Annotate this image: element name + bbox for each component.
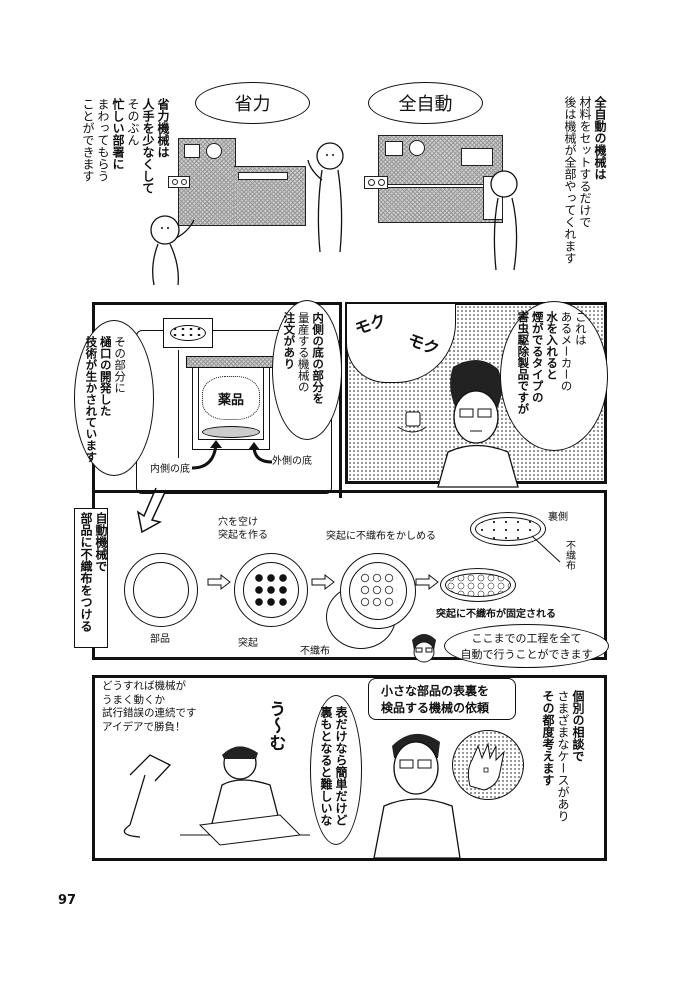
speech-line: 表だけなら簡単だけど (334, 706, 348, 826)
caption-line: まわってもらう (96, 98, 110, 182)
speech-text-technique: その部分に 樋口の開発した 技術が生かされています (84, 336, 127, 472)
desk-scene (123, 746, 310, 846)
caption-line: 省力機械は (156, 98, 170, 158)
narration-line: 試行錯誤の連続です (102, 707, 197, 720)
speech-bubble-order (272, 300, 342, 440)
caption-line: 自動機械で (94, 512, 108, 572)
caption-labor-saving: 省力機械は 人手を少なくして そのぶん 忙しい部署に まわってもらう ことができ… (80, 98, 170, 288)
speech-line: 水を入れると (545, 311, 560, 380)
caption-text-process: 自動機械で 部品に不織布をつける (78, 512, 108, 644)
speech-bubble-technique (74, 320, 154, 476)
speech-bubble-product (500, 301, 608, 451)
label-protrusion: 突起 (238, 638, 258, 649)
arrow-right-icon (415, 573, 439, 591)
speech-text-order: 内側の底の部分を 量産する機械の 注文があり (282, 312, 325, 436)
chemical-label: 薬品 (217, 392, 244, 408)
figure-waving-small (150, 215, 195, 286)
speech-text-product: これは あるメーカーの 水を入れると 煙がでるタイプの 害虫駆除製品ですが (516, 311, 588, 441)
speech-line: 技術が生かされています (84, 336, 99, 463)
speech-line: 煙がでるタイプの (530, 311, 545, 403)
speech-line: 注文があり (282, 312, 297, 370)
speech-line: あるメーカーの (559, 311, 574, 392)
arrow-inner-bottom (191, 440, 222, 470)
caption-line: その都度考えます (541, 690, 555, 786)
title-oval-fully-automatic: 全自動 (368, 82, 483, 124)
title-oval-labor-saving: 省力 (195, 82, 310, 124)
caption-cases: 個別の相談で さまざまなケースがあり その都度考えます (540, 690, 585, 850)
arrow-right-icon (207, 573, 231, 591)
machine-knobs-left (168, 176, 190, 188)
label-nonwoven: 不織布 (300, 646, 330, 657)
label-step3-top: 突起に不織布をかしめる (326, 531, 436, 542)
panel-divider (339, 490, 342, 493)
caption-line: 人手を少なくして (141, 98, 155, 194)
figure-waving-tall (307, 142, 344, 253)
speech-line: これは (573, 311, 588, 346)
part-finished (440, 568, 516, 602)
narration-line: どうすれば機械が (102, 680, 186, 692)
label-part: 部品 (150, 634, 170, 645)
part-thumbnail (163, 318, 213, 348)
narration-trial: どうすれば機械が うまく動くか 試行錯誤の連続です アイデアで勝負！ (102, 680, 197, 735)
part-with-protrusions (234, 553, 308, 627)
caption-box-process (74, 508, 108, 648)
speech-line: ここまでの工程を全て (471, 632, 582, 645)
title-fully-automatic: 全自動 (398, 94, 453, 115)
speech-line: 量産する機械の (296, 312, 311, 393)
speech-bubble-difficult (310, 695, 362, 845)
speech-line: 害虫駆除製品ですが (516, 311, 531, 415)
label-outer-bottom: 外側の底 (272, 456, 312, 467)
caption-box-request: 小さな部品の表裏を 検品する機械の依頼 (368, 678, 516, 720)
speech-line: 裏もとなると難しいな (319, 706, 333, 826)
caption-line: 部品に不織布をつける (79, 512, 93, 632)
part-back-side (470, 512, 546, 546)
figure-standing (490, 170, 518, 271)
caption-line: 材料をセットするだけで (578, 96, 592, 228)
machine-illustration-right (378, 135, 503, 223)
sfx-hmm: う〜む (265, 700, 286, 751)
narration-line: うまく動くか (102, 693, 165, 706)
caption-line: 全自動の機械は (593, 96, 607, 180)
arrow-right-icon (311, 573, 335, 591)
man-with-glasses (397, 359, 519, 488)
hand-icon (467, 742, 505, 791)
caption-line: そのぶん (126, 98, 140, 146)
caption-line: ことができます (81, 98, 95, 182)
box-line: 検品する機械の依頼 (381, 701, 490, 715)
label-fixed: 突起に不織布が固定される (436, 609, 556, 620)
speech-text-difficult: 表だけなら簡単だけど 裏もとなると難しいな (318, 706, 348, 842)
small-character (412, 634, 436, 663)
label-back-side: 裏側 (548, 512, 568, 523)
speech-line: その部分に (113, 336, 128, 394)
speech-line: 自動で行うことができます (460, 648, 593, 661)
arrow-outer-bottom (248, 442, 273, 464)
pointer-line (178, 350, 179, 458)
caption-line: 個別の相談で (571, 690, 585, 762)
top-section: 省力 省力機械は 人手を少なくして そのぶん 忙しい部署に まわってもらう こと… (60, 60, 640, 290)
narration-line: アイデアで勝負！ (102, 720, 186, 733)
part-plain (124, 553, 198, 627)
caption-line: 後は機械が全部やってくれます (563, 96, 577, 264)
speech-line: 樋口の開発した (98, 336, 113, 417)
pointer-line (531, 535, 561, 563)
man-thinking (373, 733, 461, 859)
speech-bubble-automation: ここまでの工程を全て 自動で行うことができます (444, 624, 609, 668)
caption-fully-automatic: 全自動の機械は 材料をセットするだけで 後は機械が全部やってくれます (562, 96, 607, 296)
caption-line: 忙しい部署に (111, 98, 125, 170)
title-labor-saving: 省力 (234, 94, 271, 115)
label-step2-top: 穴を空け 突起を作る (218, 517, 268, 541)
down-arrow-icon (136, 487, 167, 534)
container-diagram: 薬品 (186, 356, 276, 452)
caption-line: さまざまなケースがあり (556, 690, 570, 822)
panel-product-intro: モク モク これは あるメーカーの 水を入れると 煙がでるタイプの 害虫駆除製品… (345, 301, 608, 488)
speech-line: 内側の底の部分を (311, 312, 326, 404)
thought-cloud (346, 303, 456, 383)
label-back-nonwoven: 不織布 (563, 540, 575, 570)
part-with-fabric (340, 553, 416, 629)
page-number: 97 (58, 893, 77, 908)
label-inner-bottom: 内側の底 (150, 464, 190, 475)
machine-knobs-right (364, 176, 388, 189)
box-line: 小さな部品の表裏を (381, 684, 490, 698)
